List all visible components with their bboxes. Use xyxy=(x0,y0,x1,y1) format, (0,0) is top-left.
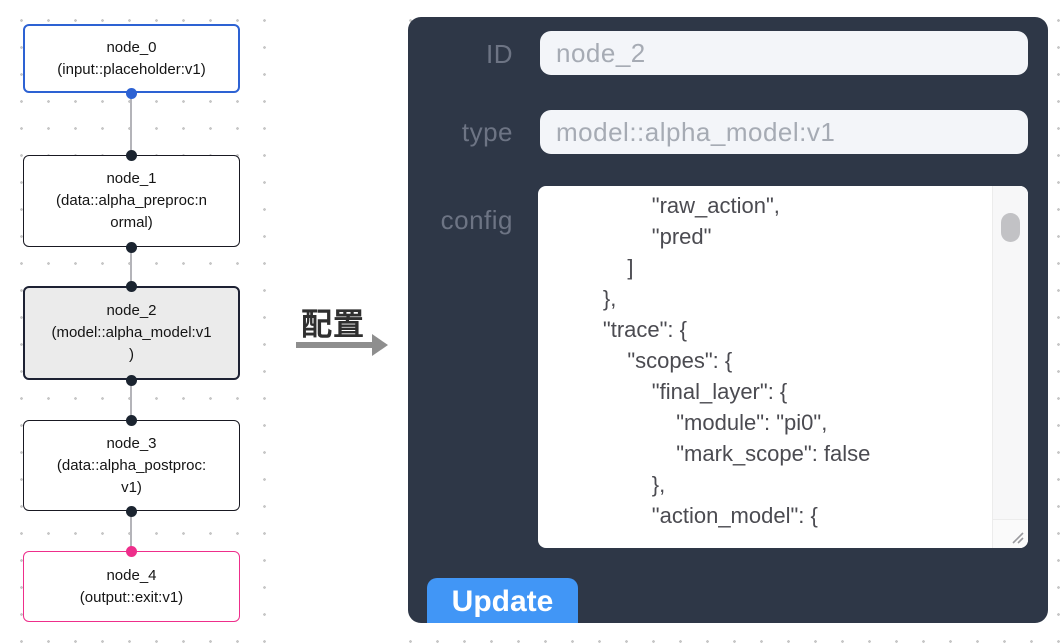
connection-handle-node2-bottom[interactable] xyxy=(126,375,137,386)
edge-node0-node1 xyxy=(130,93,132,155)
connection-handle-node3-bottom[interactable] xyxy=(126,506,137,517)
flow-node-node_2-selected[interactable]: node_2 (model::alpha_model:v1 ) xyxy=(23,286,240,380)
update-button[interactable]: Update xyxy=(427,578,578,623)
type-field-label: type xyxy=(461,117,513,147)
connection-handle-node1-top[interactable] xyxy=(126,150,137,161)
type-input[interactable] xyxy=(540,110,1028,154)
node-title: node_3 xyxy=(106,434,157,452)
connection-handle-node1-bottom[interactable] xyxy=(126,242,137,253)
config-vertical-scrollbar[interactable] xyxy=(992,186,1028,519)
id-field-label: ID xyxy=(486,39,513,69)
flow-node-node_4[interactable]: node_4 (output::exit:v1) xyxy=(23,551,240,622)
node-title: node_2 xyxy=(106,302,157,319)
node-subtitle: (model::alpha_model:v1 ) xyxy=(51,324,212,363)
node-title: node_0 xyxy=(106,38,157,56)
node-subtitle: (data::alpha_postproc: v1) xyxy=(56,456,207,496)
connection-handle-node4-top[interactable] xyxy=(126,546,137,557)
connection-handle-node0-bottom[interactable] xyxy=(126,88,137,99)
textarea-resize-corner[interactable] xyxy=(992,519,1028,548)
edge-node1-node2 xyxy=(130,247,132,287)
flow-node-node_1[interactable]: node_1 (data::alpha_preproc:n ormal) xyxy=(23,155,240,247)
annotation-area: 配置 xyxy=(272,0,393,643)
flow-node-node_0[interactable]: node_0 (input::placeholder:v1) xyxy=(23,24,240,93)
edge-node3-node4 xyxy=(130,511,132,551)
resize-grip-icon xyxy=(1012,532,1024,544)
flow-canvas[interactable]: node_0 (input::placeholder:v1) node_1 (d… xyxy=(0,0,272,643)
node-title: node_4 xyxy=(106,566,157,584)
node-title: node_1 xyxy=(106,170,157,187)
config-json-content[interactable]: "raw_action", "pred" ] }, "trace": { "sc… xyxy=(602,193,871,528)
config-textarea[interactable]: "raw_action", "pred" ] }, "trace": { "sc… xyxy=(538,186,1028,548)
flow-node-node_3[interactable]: node_3 (data::alpha_postproc: v1) xyxy=(23,420,240,511)
connection-handle-node3-top[interactable] xyxy=(126,415,137,426)
id-input[interactable] xyxy=(540,31,1028,75)
arrow-right-head-icon xyxy=(372,334,388,356)
node-subtitle: (output::exit:v1) xyxy=(79,588,184,606)
config-scrollbar-thumb[interactable] xyxy=(1001,213,1020,242)
arrow-right-icon xyxy=(296,342,372,348)
node-subtitle: (data::alpha_preproc:n ormal) xyxy=(56,192,207,231)
config-field-label: config xyxy=(440,205,513,235)
annotation-label: 配置 xyxy=(301,307,365,342)
node-subtitle: (input::placeholder:v1) xyxy=(57,60,206,78)
edge-node2-node3 xyxy=(130,380,132,420)
connection-handle-node2-top[interactable] xyxy=(126,281,137,292)
node-config-panel: ID type config "raw_action", "pred" ] },… xyxy=(408,17,1048,623)
